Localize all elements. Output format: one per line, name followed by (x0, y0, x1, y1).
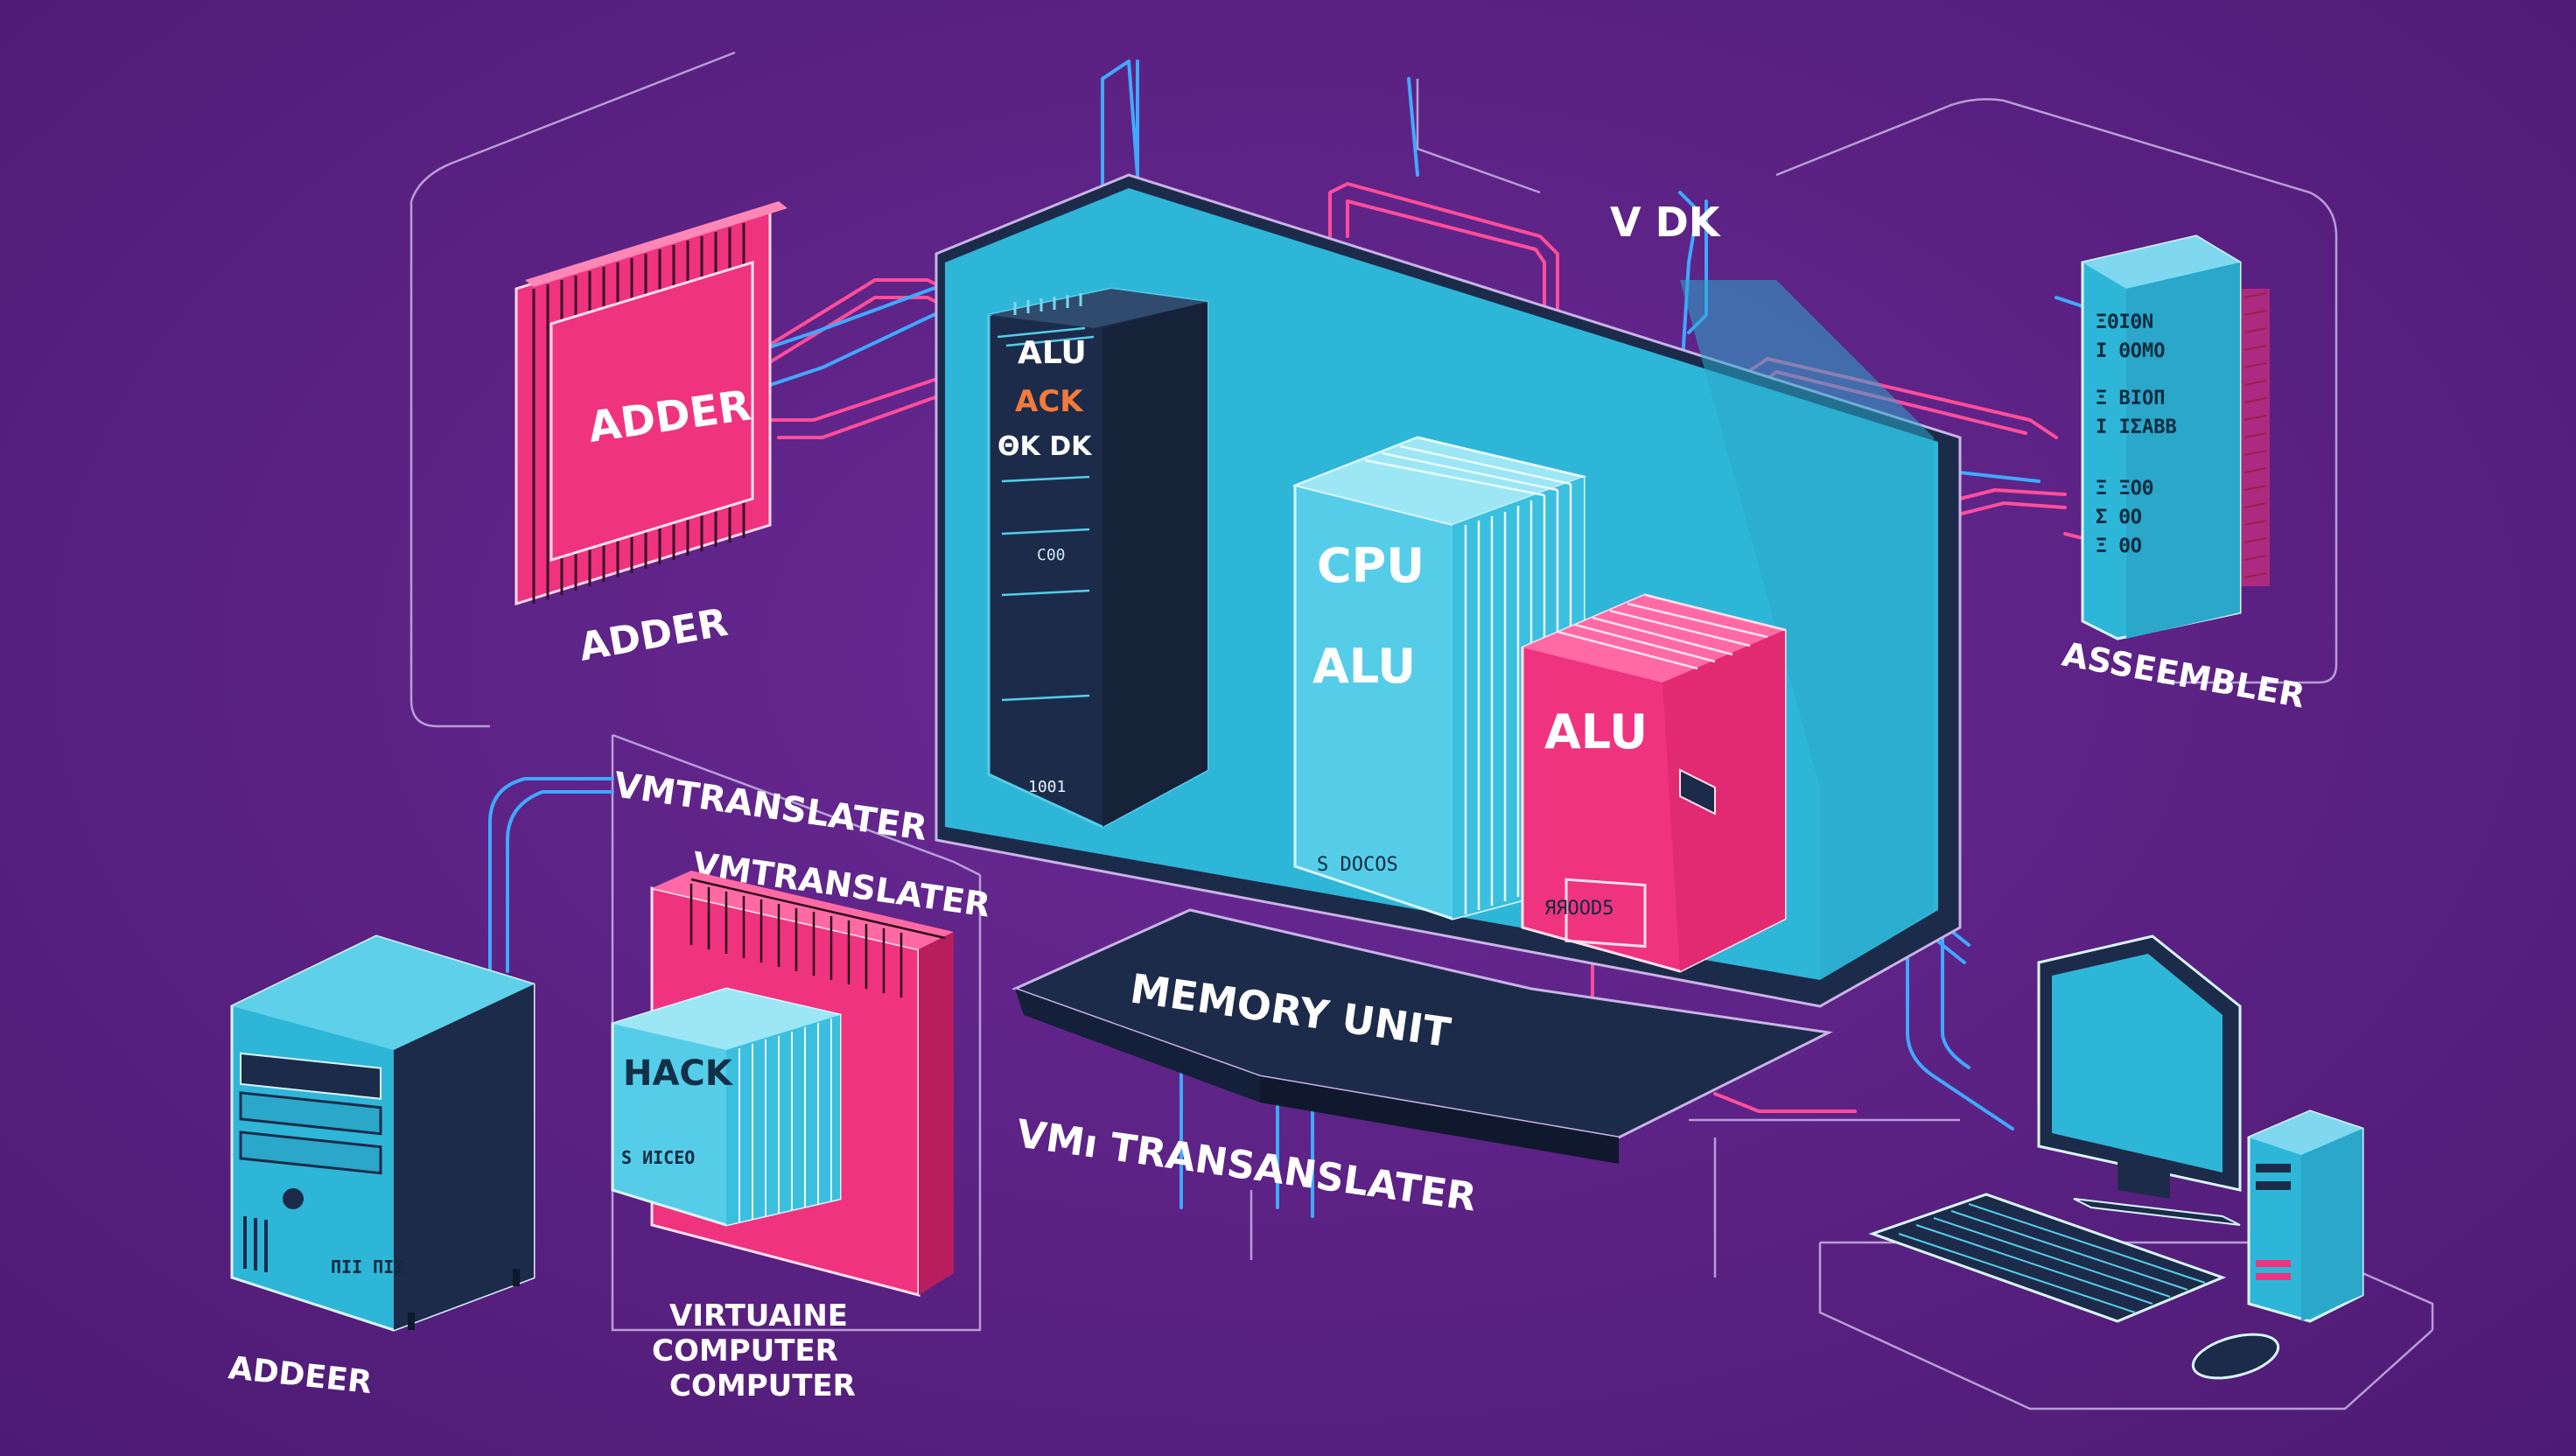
assembler-line: Ξ ΞΟΘ (2096, 478, 2153, 500)
cpu-label: CPU (1317, 538, 1424, 593)
hack-label: HACK (623, 1054, 734, 1094)
cpu-alu-label: ALU (1312, 639, 1416, 694)
alu-tower-label: ALU (1018, 335, 1087, 371)
pc-tower-bottom-left: ΠΙΙ ΠΙΙ (230, 934, 536, 1332)
hack-sub-label: S ИICEO (621, 1147, 695, 1168)
assembler-line: Ξ ΒΙΟΠ (2096, 388, 2165, 410)
cpu-footer-code: S DOCOS (1317, 854, 1398, 876)
virtual-computer-line3: COMPUTER (669, 1368, 856, 1404)
desktop-workstation (1868, 934, 2364, 1380)
assembler-code-lines: ΞΘΙΘΝ Ι ΘΟΜΟ Ξ ΒΙΟΠ Ι ΙΣΑΒΒ Ξ ΞΟΘ Σ ΘΟ Ξ… (2096, 312, 2177, 557)
alu-server-tower: ALU ACK ΘK DK C00 1001 (987, 287, 1209, 829)
cpu-block: CPU ALU S DOCOS (1292, 436, 1587, 920)
alu-pink-block: ALU ЯЯOOD5 (1521, 593, 1787, 973)
adeer-caption: ADDEER (227, 1350, 374, 1401)
assembler-line: Ι ΙΣΑΒΒ (2096, 416, 2177, 438)
assembler-card: ΞΘΙΘΝ Ι ΘΟΜΟ Ξ ΒΙΟΠ Ι ΙΣΑΒΒ Ξ ΞΟΘ Σ ΘΟ Ξ… (2081, 234, 2270, 640)
virtual-computer-line2: COMPUTER (652, 1334, 838, 1368)
vmtranslater-top-label: VMTRANSLATER (612, 765, 930, 849)
alu-pink-footer: ЯЯOOD5 (1544, 898, 1614, 920)
assembler-line: Ξ ΘΟ (2096, 536, 2142, 557)
tower-code-b: 1001 (1028, 778, 1066, 796)
alu-pink-label: ALU (1544, 704, 1648, 760)
vdk-label: V DK (1610, 199, 1722, 246)
virtual-computer-caption: VIRTUAINE COMPUTER COMPUTER (652, 1298, 856, 1404)
tower-code-a: C00 (1037, 546, 1066, 564)
assembler-caption: ASSEEMBLER (2059, 635, 2307, 716)
pc-tower-code: ΠΙΙ ΠΙΙ (331, 1256, 404, 1278)
assembler-line: ΞΘΙΘΝ (2096, 312, 2153, 333)
assembler-line: Σ ΘΟ (2096, 507, 2142, 528)
ak-dk-label: ΘK DK (998, 431, 1093, 462)
virtual-computer-line1: VIRTUAINE (669, 1298, 848, 1334)
assembler-line: Ι ΘΟΜΟ (2096, 340, 2165, 362)
adder-caption-top: ADDER (576, 600, 731, 670)
ack-label: ACK (1015, 384, 1084, 419)
hack-card: HACK S ИICEO (611, 871, 954, 1297)
adder-card-top-left: ADDER (514, 201, 788, 606)
